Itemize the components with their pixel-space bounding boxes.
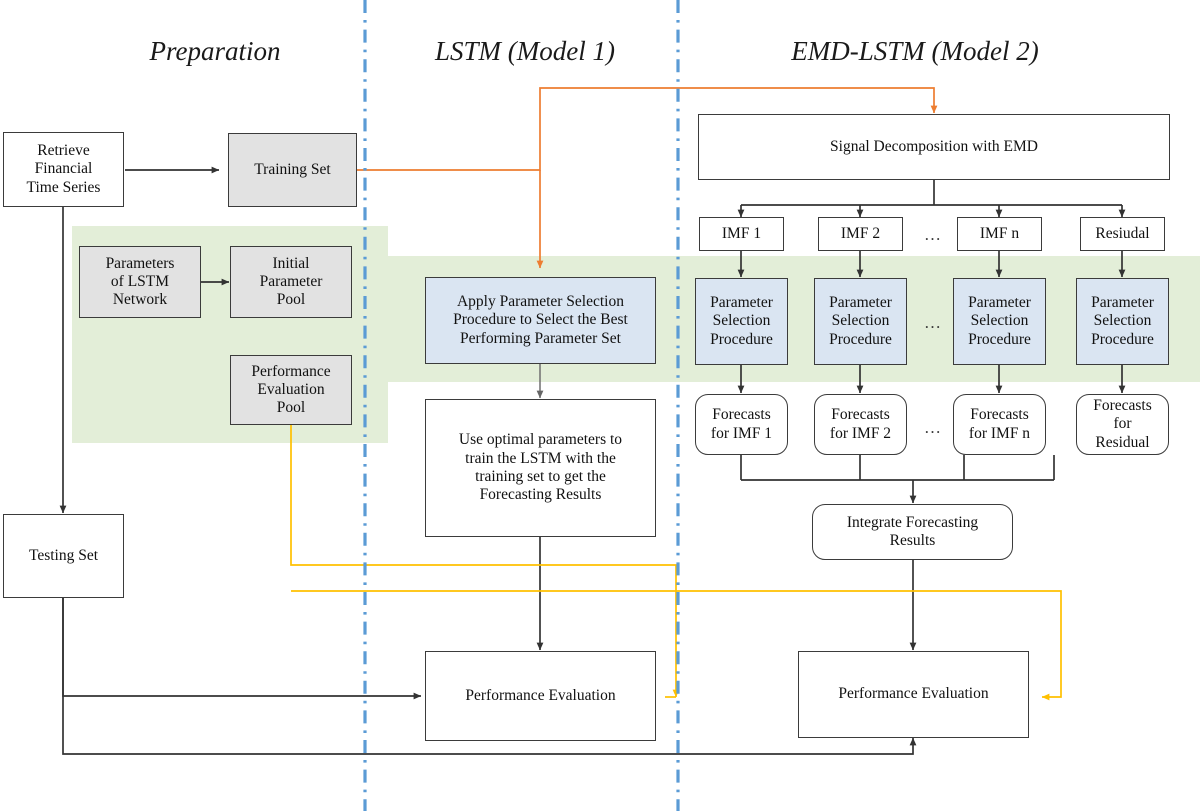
- node-residual[interactable]: Resiudal: [1080, 217, 1165, 251]
- ellipsis-imf-row: …: [924, 225, 943, 244]
- column-heading-preparation: Preparation: [149, 36, 281, 66]
- edge-perfpool-yellow-trunk: [290, 424, 680, 698]
- node-performance-evaluation-model1[interactable]: Performance Evaluation: [425, 651, 656, 741]
- node-imf-1[interactable]: IMF 1: [699, 217, 784, 251]
- node-imf-2[interactable]: IMF 2: [818, 217, 903, 251]
- node-training-set[interactable]: Training Set: [228, 133, 357, 207]
- edge-perfpool-yellow-to-m2: [291, 590, 1062, 701]
- node-performance-evaluation-model2[interactable]: Performance Evaluation: [798, 651, 1029, 738]
- ellipsis-forecast-row: …: [924, 418, 943, 437]
- node-signal-decomposition-with-emd[interactable]: Signal Decomposition with EMD: [698, 114, 1170, 180]
- column-heading-lstm: LSTM (Model 1): [435, 36, 615, 66]
- edge-trainingset-orange-trunk: [357, 87, 938, 171]
- column-heading-emd-lstm: EMD-LSTM (Model 2): [791, 36, 1039, 66]
- ellipsis-psp-row: …: [924, 313, 943, 332]
- edge-testing-to-perfeval-m2: [62, 598, 917, 755]
- node-testing-set[interactable]: Testing Set: [3, 514, 124, 598]
- node-imf-n[interactable]: IMF n: [957, 217, 1042, 251]
